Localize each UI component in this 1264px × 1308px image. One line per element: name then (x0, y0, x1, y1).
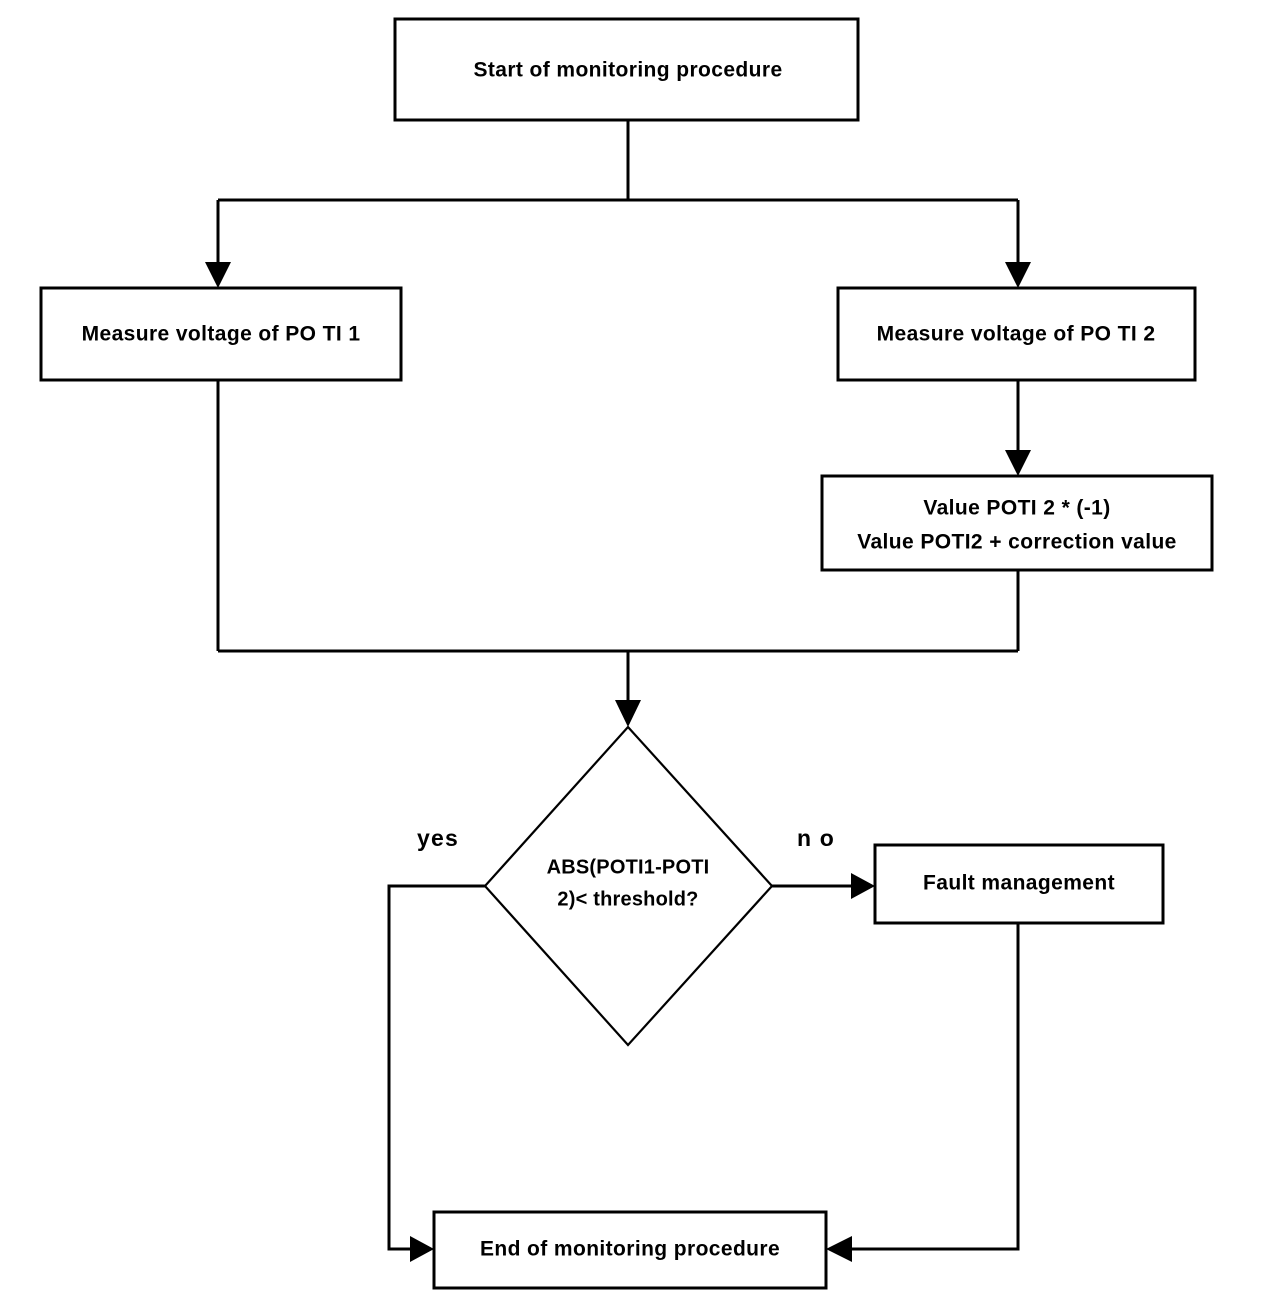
node-measure-poti-1-box[interactable] (39, 286, 403, 382)
node-decision-shape[interactable] (483, 725, 774, 1047)
node-measure-poti-2[interactable]: Measure voltage of PO TI 2 (836, 286, 1197, 382)
arrow-head-no-to-fault (851, 873, 875, 899)
node-end-box[interactable] (432, 1210, 828, 1290)
node-start[interactable]: Start of monitoring procedure (393, 17, 860, 122)
arrow-head-to-poti1 (205, 262, 231, 288)
node-fault-management-box[interactable] (873, 843, 1165, 925)
node-decision-label-line1: ABS(POTI1-POTI (547, 856, 710, 878)
node-measure-poti-2-label: Measure voltage of PO TI 2 (877, 323, 1156, 346)
node-correction-box[interactable] (820, 474, 1214, 572)
edge-label-yes: yes (417, 825, 459, 851)
node-decision[interactable]: ABS(POTI1-POTI 2)< threshold? (483, 725, 774, 1047)
arrow-head-to-correction (1005, 450, 1031, 476)
node-correction[interactable]: Value POTI 2 * (-1) Value POTI2 + correc… (820, 474, 1214, 572)
arrow-head-to-poti2 (1005, 262, 1031, 288)
node-end[interactable]: End of monitoring procedure (432, 1210, 828, 1290)
arrow-head-yes-to-end (410, 1236, 434, 1262)
node-measure-poti-1-label: Measure voltage of PO TI 1 (82, 323, 361, 346)
connector-fault-to-end (850, 923, 1020, 1251)
node-fault-management-label: Fault management (923, 872, 1115, 895)
arrow-head-to-decision (615, 700, 641, 727)
arrow-head-fault-to-end (826, 1236, 852, 1262)
node-measure-poti-2-box[interactable] (836, 286, 1197, 382)
node-correction-label-line2: Value POTI2 + correction value (857, 531, 1177, 554)
connector-yes-to-end (387, 884, 485, 1251)
node-measure-poti-1[interactable]: Measure voltage of PO TI 1 (39, 286, 403, 382)
node-end-label: End of monitoring procedure (480, 1238, 780, 1261)
edge-label-no: n o (797, 825, 835, 851)
node-start-box[interactable] (393, 17, 860, 122)
node-fault-management[interactable]: Fault management (873, 843, 1165, 925)
node-start-label: Start of monitoring procedure (473, 59, 782, 82)
node-correction-label-line1: Value POTI 2 * (-1) (923, 497, 1110, 520)
node-decision-label-line2: 2)< threshold? (557, 888, 698, 910)
